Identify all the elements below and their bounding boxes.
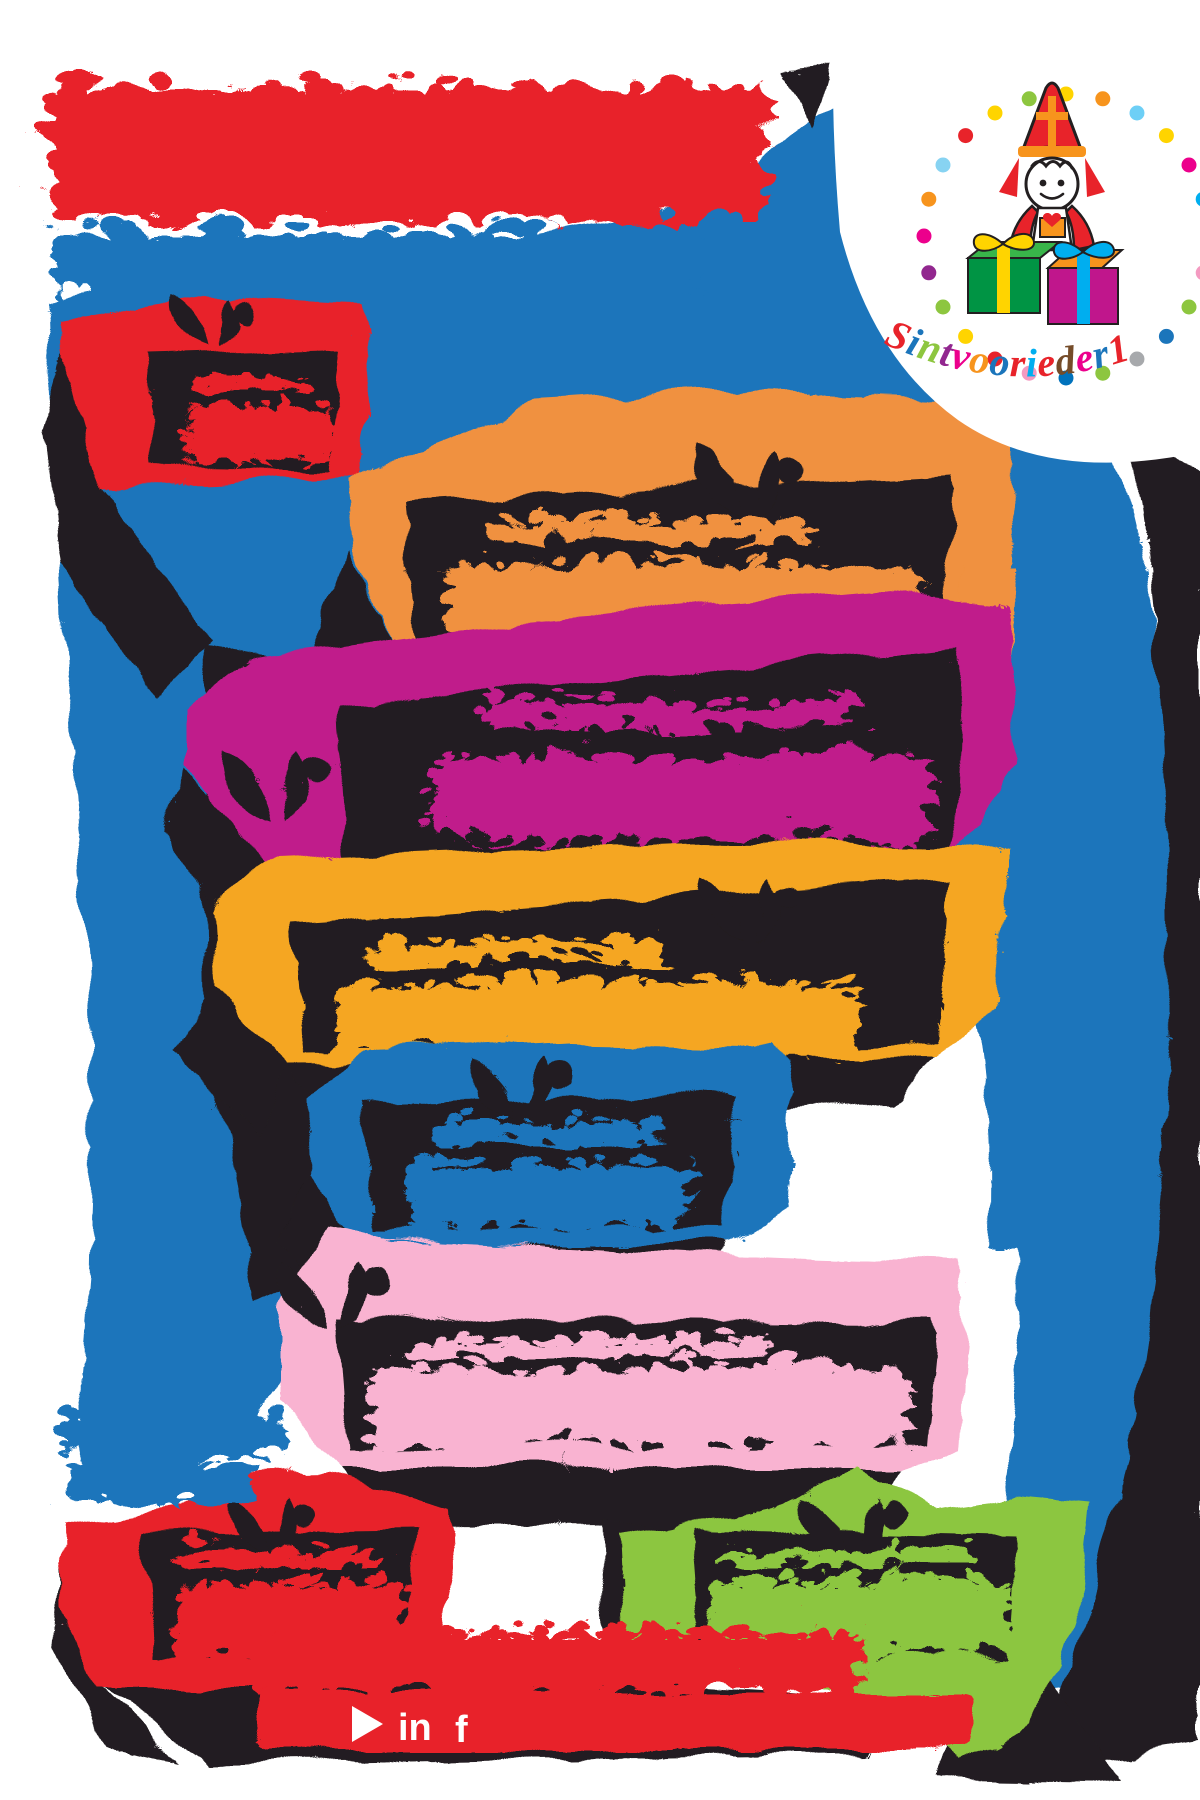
logo-dot [935,299,951,315]
gift-magenta-ribbon [1077,252,1090,324]
gift-box-8 [598,1460,1112,1775]
logo-dot [987,105,1003,121]
hair-curls [1030,160,1074,170]
logo-dot [1021,365,1037,381]
gift-magenta-bow [1052,241,1115,260]
logo-dot [1195,192,1200,206]
eye-left [1039,179,1047,187]
logo-dot [1021,91,1037,107]
logo-dot [1181,157,1197,173]
logo-dot [1095,365,1111,381]
black-right-shadow [1020,430,1198,1768]
logo-dot [958,328,974,344]
logo-dot [1058,370,1074,386]
mitre-band [1018,146,1086,157]
linkedin-icon[interactable]: in [398,1707,432,1749]
box-text-blob-small [470,688,850,716]
sinterklaas-character [965,81,1125,325]
logo-panel: Sintvoorieder1 [832,56,1200,463]
logo-dot [958,128,974,144]
gift-green-ribbon [997,244,1010,313]
logo-dot [1158,128,1174,144]
logo-dot [916,228,932,244]
gift-green-bow [972,233,1035,252]
mitre-flap-right [1085,158,1105,197]
mitre-cross-horizontal [1036,112,1068,120]
box-text-blob-small [702,1532,960,1552]
box-text-blob-small [400,1322,760,1344]
logo-dot [1095,91,1111,107]
eye-right [1057,179,1065,187]
gift-box-6 [271,1216,962,1524]
footer-blue-text-blobs [50,1404,278,1492]
box-shadow [38,348,205,690]
mitre-cross-vertical [1048,96,1056,148]
box-text-blob-large [170,388,318,446]
logo-dot [921,265,937,281]
logo-dot [1129,351,1145,367]
gift-magenta [1045,241,1125,325]
box-text-blob-large [398,1146,678,1216]
smile [1039,192,1065,200]
youtube-play-icon[interactable] [352,1706,383,1742]
title-line-2-blob [42,220,692,284]
logo-dot [935,157,951,173]
box-text-blob-small [352,926,652,952]
gift-green [965,233,1063,314]
title-line-1-blob [40,74,758,210]
logo-dot-circle [916,86,1200,386]
facebook-icon[interactable]: f [455,1709,468,1751]
social-icons: in f [352,1706,468,1751]
gift-box-4 [168,836,1002,1132]
box-text-blob-large [322,966,842,1042]
mitre-flap-left [999,158,1019,197]
box-text-blob-small [470,505,800,529]
box-text-blob-large [418,740,916,824]
box-text-blob-small [168,1534,366,1554]
heart-icon [1042,213,1062,227]
footer-red-band [250,1686,966,1744]
logo-dot [921,191,937,207]
box-text-blob-small [430,1106,650,1130]
logo-dot [1158,328,1174,344]
logo-dot [1195,266,1200,280]
logo-dot [987,351,1003,367]
footer-red-tagline-blob [256,1622,852,1684]
logo-dot [1181,299,1197,315]
gift-box-1 [38,290,368,690]
box-text-blob-small [178,360,296,378]
box-text-blob-large [352,1352,892,1434]
box-shadow [168,982,282,1132]
logo-dot [1129,105,1145,121]
